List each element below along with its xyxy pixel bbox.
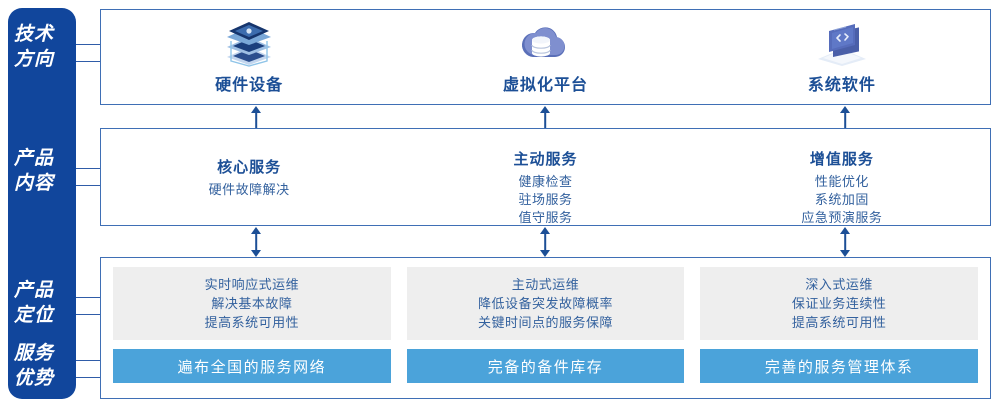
arrow-bidirectional-right bbox=[838, 227, 852, 257]
product-content-panel: 核心服务 硬件故障解决 主动服务 健康检查 驻场服务 值守服务 增值服务 性能优… bbox=[100, 128, 991, 226]
content-column-proactive-service[interactable]: 主动服务 健康检查 驻场服务 值守服务 bbox=[397, 129, 693, 225]
connector-line-content-b bbox=[76, 185, 101, 186]
rail-label-line2: 方向 bbox=[13, 49, 54, 70]
connector-line-positioning-b bbox=[76, 314, 101, 315]
category-rail bbox=[8, 8, 76, 399]
content-item: 驻场服务 bbox=[518, 192, 573, 207]
positioning-box-indepth[interactable]: 深入式运维 保证业务连续性 提高系统可用性 bbox=[700, 267, 979, 340]
content-item: 系统加固 bbox=[814, 192, 869, 207]
content-column-core-service[interactable]: 核心服务 硬件故障解决 bbox=[101, 129, 397, 225]
positioning-line: 提高系统可用性 bbox=[791, 315, 887, 330]
technology-column-system-software[interactable]: 系统软件 bbox=[694, 10, 990, 104]
server-stack-icon bbox=[223, 19, 275, 67]
rail-label-line1: 产品 bbox=[13, 148, 54, 169]
technology-label: 系统软件 bbox=[807, 77, 876, 94]
connector-line-technology-b bbox=[76, 61, 101, 62]
positioning-line: 关键时间点的服务保障 bbox=[478, 315, 614, 330]
positioning-line: 保证业务连续性 bbox=[791, 296, 887, 311]
positioning-box-realtime[interactable]: 实时响应式运维 解决基本故障 提高系统可用性 bbox=[113, 267, 391, 340]
content-item: 健康检查 bbox=[518, 174, 573, 189]
rail-label-product-content: 产品 内容 bbox=[0, 146, 68, 196]
connector-line-content-a bbox=[76, 168, 101, 169]
rail-label-line2: 内容 bbox=[13, 173, 54, 194]
advantage-row: 遍布全国的服务网络 完备的备件库存 完善的服务管理体系 bbox=[113, 349, 979, 383]
content-item: 硬件故障解决 bbox=[208, 181, 290, 197]
arrow-bidirectional-center bbox=[538, 227, 552, 257]
advantage-bar-management-system[interactable]: 完善的服务管理体系 bbox=[700, 349, 979, 383]
arrow-up-system-software bbox=[838, 106, 852, 128]
positioning-line: 解决基本故障 bbox=[211, 296, 293, 311]
rail-label-service-advantage: 服务 优势 bbox=[0, 341, 68, 391]
arrow-up-hardware bbox=[249, 106, 263, 128]
technology-column-virtualization[interactable]: 虚拟化平台 bbox=[397, 10, 693, 104]
rail-label-product-positioning: 产品 定位 bbox=[0, 278, 68, 328]
content-title: 增值服务 bbox=[809, 151, 874, 168]
content-item: 应急预演服务 bbox=[801, 210, 883, 225]
technology-panel: 硬件设备 虚拟化平台 bbox=[100, 9, 991, 105]
content-title: 核心服务 bbox=[217, 158, 282, 176]
advantage-bar-spare-parts[interactable]: 完备的备件库存 bbox=[406, 349, 685, 383]
positioning-line: 实时响应式运维 bbox=[204, 277, 300, 292]
rail-label-line1: 产品 bbox=[13, 280, 54, 301]
connector-line-technology-a bbox=[76, 44, 101, 45]
rail-label-line2: 优势 bbox=[13, 368, 54, 389]
positioning-line: 主动式运维 bbox=[511, 277, 580, 292]
positioning-box-proactive[interactable]: 主动式运维 降低设备突发故障概率 关键时间点的服务保障 bbox=[406, 267, 685, 340]
content-column-value-added-service[interactable]: 增值服务 性能优化 系统加固 应急预演服务 bbox=[694, 129, 990, 225]
technology-column-hardware[interactable]: 硬件设备 bbox=[101, 10, 397, 104]
technology-label: 硬件设备 bbox=[215, 77, 284, 94]
connector-line-advantage-a bbox=[76, 360, 101, 361]
positioning-advantage-panel: 实时响应式运维 解决基本故障 提高系统可用性 主动式运维 降低设备突发故障概率 … bbox=[100, 257, 991, 399]
positioning-line: 深入式运维 bbox=[805, 277, 873, 292]
positioning-line: 降低设备突发故障概率 bbox=[478, 296, 614, 311]
positioning-row: 实时响应式运维 解决基本故障 提高系统可用性 主动式运维 降低设备突发故障概率 … bbox=[113, 267, 979, 340]
cloud-database-icon bbox=[519, 19, 571, 67]
rail-label-technology-direction: 技术 方向 bbox=[0, 22, 68, 72]
connector-line-positioning-a bbox=[76, 297, 101, 298]
advantage-bar-service-network[interactable]: 遍布全国的服务网络 bbox=[113, 349, 391, 383]
arrow-bidirectional-left bbox=[249, 227, 263, 257]
content-item: 性能优化 bbox=[814, 174, 869, 189]
rail-label-line1: 服务 bbox=[13, 343, 54, 364]
connector-line-advantage-b bbox=[76, 377, 101, 378]
content-item: 值守服务 bbox=[518, 210, 573, 225]
rail-label-line2: 定位 bbox=[13, 305, 54, 326]
technology-label: 虚拟化平台 bbox=[502, 77, 588, 94]
arrow-up-virtualization bbox=[538, 106, 552, 128]
positioning-line: 提高系统可用性 bbox=[204, 315, 300, 330]
rail-label-line1: 技术 bbox=[13, 24, 54, 45]
laptop-code-icon bbox=[814, 19, 870, 67]
content-title: 主动服务 bbox=[513, 151, 578, 168]
